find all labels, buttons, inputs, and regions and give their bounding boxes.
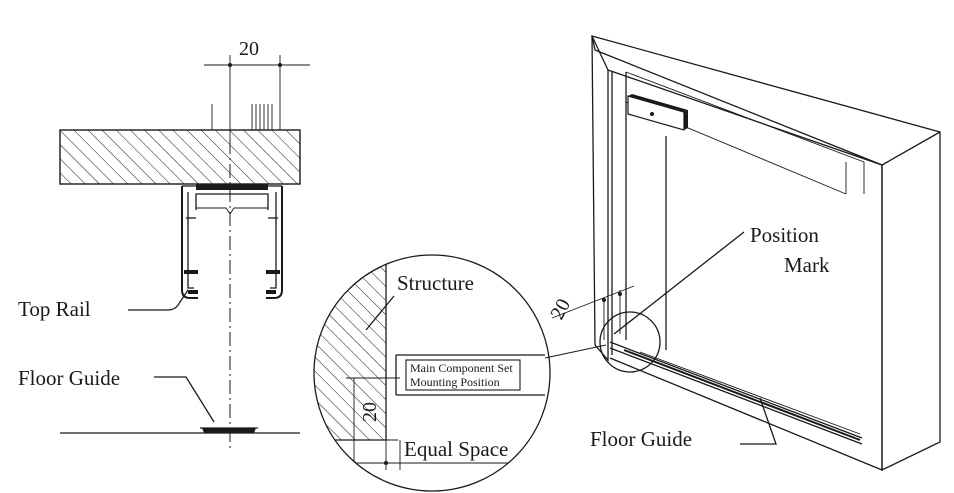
dimension-top: 20 [204,38,310,140]
detail-circle [313,254,551,492]
label-floor-guide-right: Floor Guide [590,427,692,451]
dimension-side-value: 20 [359,402,381,422]
dimension-mark-value: 20 [546,295,575,323]
mounting-box-line2: Mounting Position [410,375,500,389]
main-component-box [627,94,688,131]
label-structure: Structure [397,271,474,295]
detail-view: Main Component Set Mounting Position 20 … [313,254,607,492]
perspective-view: Position Mark 20 Floor Guide [546,35,941,472]
label-position-line1: Position [750,223,819,247]
mounting-box [405,359,521,391]
dimension-top-value: 20 [239,38,259,60]
position-detail-circle [599,311,661,373]
label-floor-guide-left: Floor Guide [18,366,120,390]
ceiling-slab [59,129,301,185]
structure-ticks [211,104,273,130]
floor-guide-rail [609,341,863,445]
section-view: 20 Top Ra [18,38,310,452]
label-equal-space: Equal Space [404,437,508,461]
label-position-line2: Mark [784,253,830,277]
floor-guide-part [200,427,258,433]
mounting-box-line1: Main Component Set [410,361,513,375]
top-rail-profile [181,184,283,299]
label-top-rail: Top Rail [18,297,91,321]
